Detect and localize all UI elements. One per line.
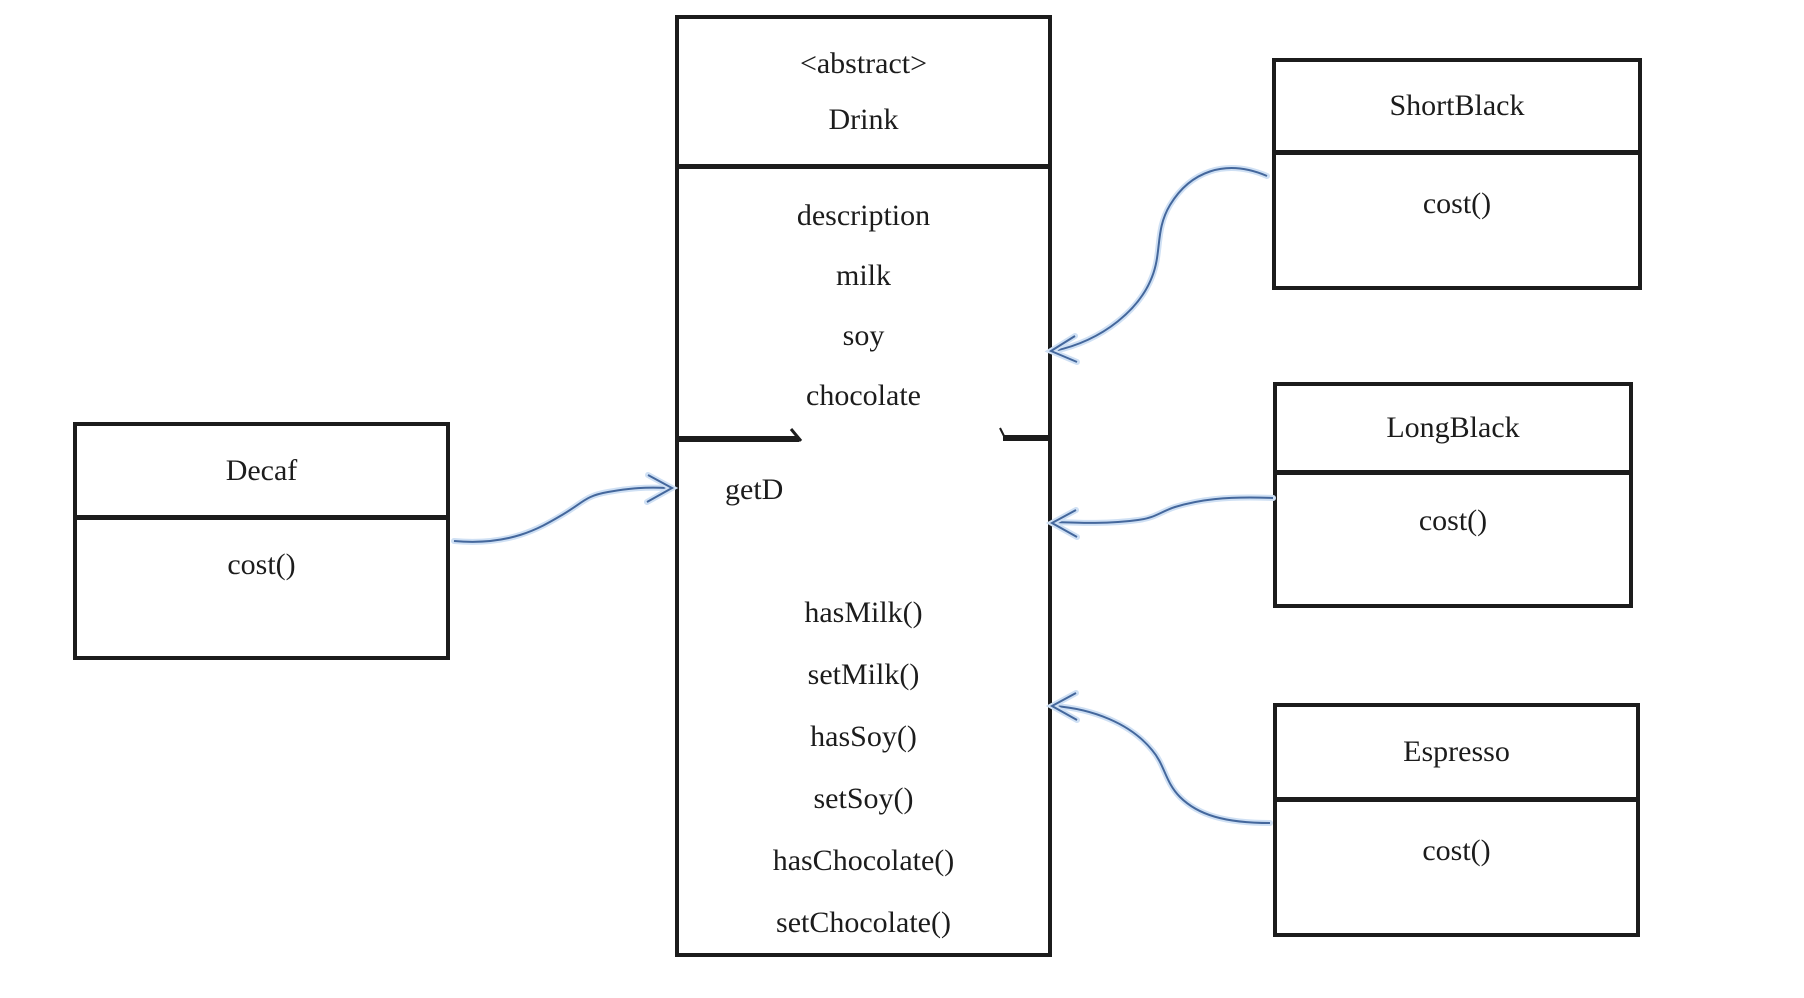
class-name-longblack: LongBlack	[1386, 411, 1520, 444]
class-header-longblack: LongBlack	[1277, 386, 1629, 475]
class-name-drink: Drink	[828, 102, 899, 136]
class-stereotype: <abstract>	[799, 46, 928, 80]
class-box-longblack: LongBlack cost()	[1273, 382, 1633, 608]
methods-compartment-longblack: cost()	[1277, 475, 1629, 540]
class-name-shortblack: ShortBlack	[1389, 89, 1525, 122]
class-header-drink: <abstract> Drink	[679, 19, 1048, 169]
method-cost-espresso: cost()	[1422, 834, 1491, 867]
class-name-espresso: Espresso	[1403, 735, 1510, 768]
arrow-decaf-to-drink	[451, 472, 679, 545]
methods-compartment: hasMilk() setMilk() hasSoy() setSoy() ha…	[679, 582, 1048, 954]
attributes-compartment: description milk soy chocolate	[679, 170, 1048, 426]
method-setmilk: setMilk()	[807, 658, 920, 691]
class-name-decaf: Decaf	[225, 453, 298, 487]
method-setchocolate: setChocolate()	[776, 906, 951, 939]
arrow-espresso-to-drink	[1045, 690, 1273, 826]
class-header-decaf: Decaf	[77, 426, 446, 520]
method-cost-shortblack: cost()	[1422, 187, 1492, 220]
method-hassoy: hasSoy()	[810, 720, 917, 753]
method-hasmilk: hasMilk()	[804, 596, 923, 629]
method-getd-truncated: getD	[725, 473, 784, 506]
arrow-shortblack-to-drink	[1044, 165, 1270, 365]
attr-method-divider-left-segment	[678, 436, 799, 442]
class-box-shortblack: ShortBlack cost()	[1272, 58, 1642, 290]
attribute-soy: soy	[842, 319, 885, 352]
attr-method-divider-right-segment	[1003, 435, 1049, 441]
method-cost-decaf: cost()	[227, 548, 296, 581]
method-cost-longblack: cost()	[1418, 504, 1488, 537]
attribute-chocolate: chocolate	[806, 379, 921, 412]
class-box-decaf: Decaf cost()	[73, 422, 450, 660]
class-box-drink: <abstract> Drink description milk soy ch…	[675, 15, 1052, 957]
attribute-milk: milk	[835, 259, 891, 292]
class-header-espresso: Espresso	[1277, 707, 1636, 802]
attribute-description: description	[796, 199, 931, 232]
methods-compartment-decaf: cost()	[77, 520, 446, 584]
arrow-longblack-to-drink	[1045, 494, 1276, 540]
method-haschocolate: hasChocolate()	[772, 844, 955, 877]
methods-compartment-espresso: cost()	[1277, 802, 1636, 870]
methods-compartment-shortblack: cost()	[1276, 155, 1638, 223]
method-setsoy: setSoy()	[813, 782, 914, 815]
class-header-shortblack: ShortBlack	[1276, 62, 1638, 155]
class-box-espresso: Espresso cost()	[1273, 703, 1640, 937]
